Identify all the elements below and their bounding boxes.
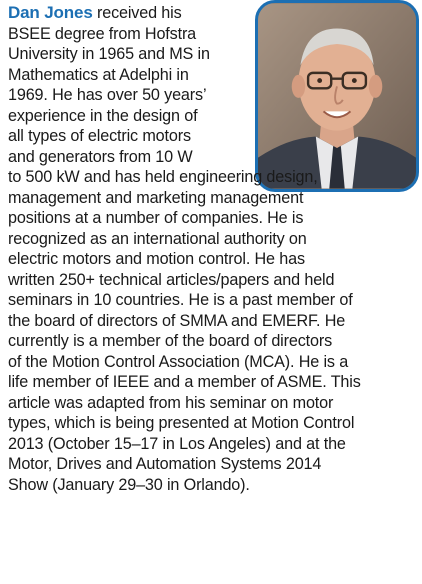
bio-line: seminars in 10 countries. He is a past m… xyxy=(8,291,353,309)
author-name: Dan Jones xyxy=(8,3,93,22)
bio-line: positions at a number of companies. He i… xyxy=(8,209,304,227)
bio-line: experience in the design of xyxy=(8,106,198,125)
portrait-illustration xyxy=(258,3,416,189)
bio-line: currently is a member of the board of di… xyxy=(8,332,333,350)
bio-line: BSEE degree from Hofstra xyxy=(8,24,197,43)
bio-line: life member of IEEE and a member of ASME… xyxy=(8,373,361,391)
bio-line: 1969. He has over 50 years’ xyxy=(8,86,207,104)
bio-line: of the Motion Control Association (MCA).… xyxy=(8,352,349,371)
bio-line: to 500 kW and has held engineering desig… xyxy=(8,168,318,186)
bio-line-text: received his xyxy=(92,4,182,22)
bio-line: article was adapted from his seminar on … xyxy=(8,393,334,412)
bio-line: types, which is being presented at Motio… xyxy=(8,414,355,432)
bio-line: recognized as an international authority… xyxy=(8,229,307,248)
bio-line: Dan Jones received his xyxy=(8,3,420,24)
bio-line: written 250+ technical articles/papers a… xyxy=(8,270,335,289)
bio-line: management and marketing management xyxy=(8,188,304,207)
bio-line: University in 1965 and MS in xyxy=(8,45,210,63)
bio-line: all types of electric motors xyxy=(8,127,191,145)
bio-line: electric motors and motion control. He h… xyxy=(8,250,305,268)
bio-line: Motor, Drives and Automation Systems 201… xyxy=(8,455,322,473)
bio-line: 2013 (October 15–17 in Los Angeles) and … xyxy=(8,434,346,453)
bio-line: Mathematics at Adelphi in xyxy=(8,65,189,84)
author-bio-paragraph: Dan Jones received his BSEE degree from … xyxy=(8,3,420,495)
bio-line: the board of directors of SMMA and EMERF… xyxy=(8,311,346,330)
bio-line: Show (January 29–30 in Orlando). xyxy=(8,475,250,494)
bio-line: and generators from 10 W xyxy=(8,147,193,166)
author-portrait-photo xyxy=(255,0,419,192)
